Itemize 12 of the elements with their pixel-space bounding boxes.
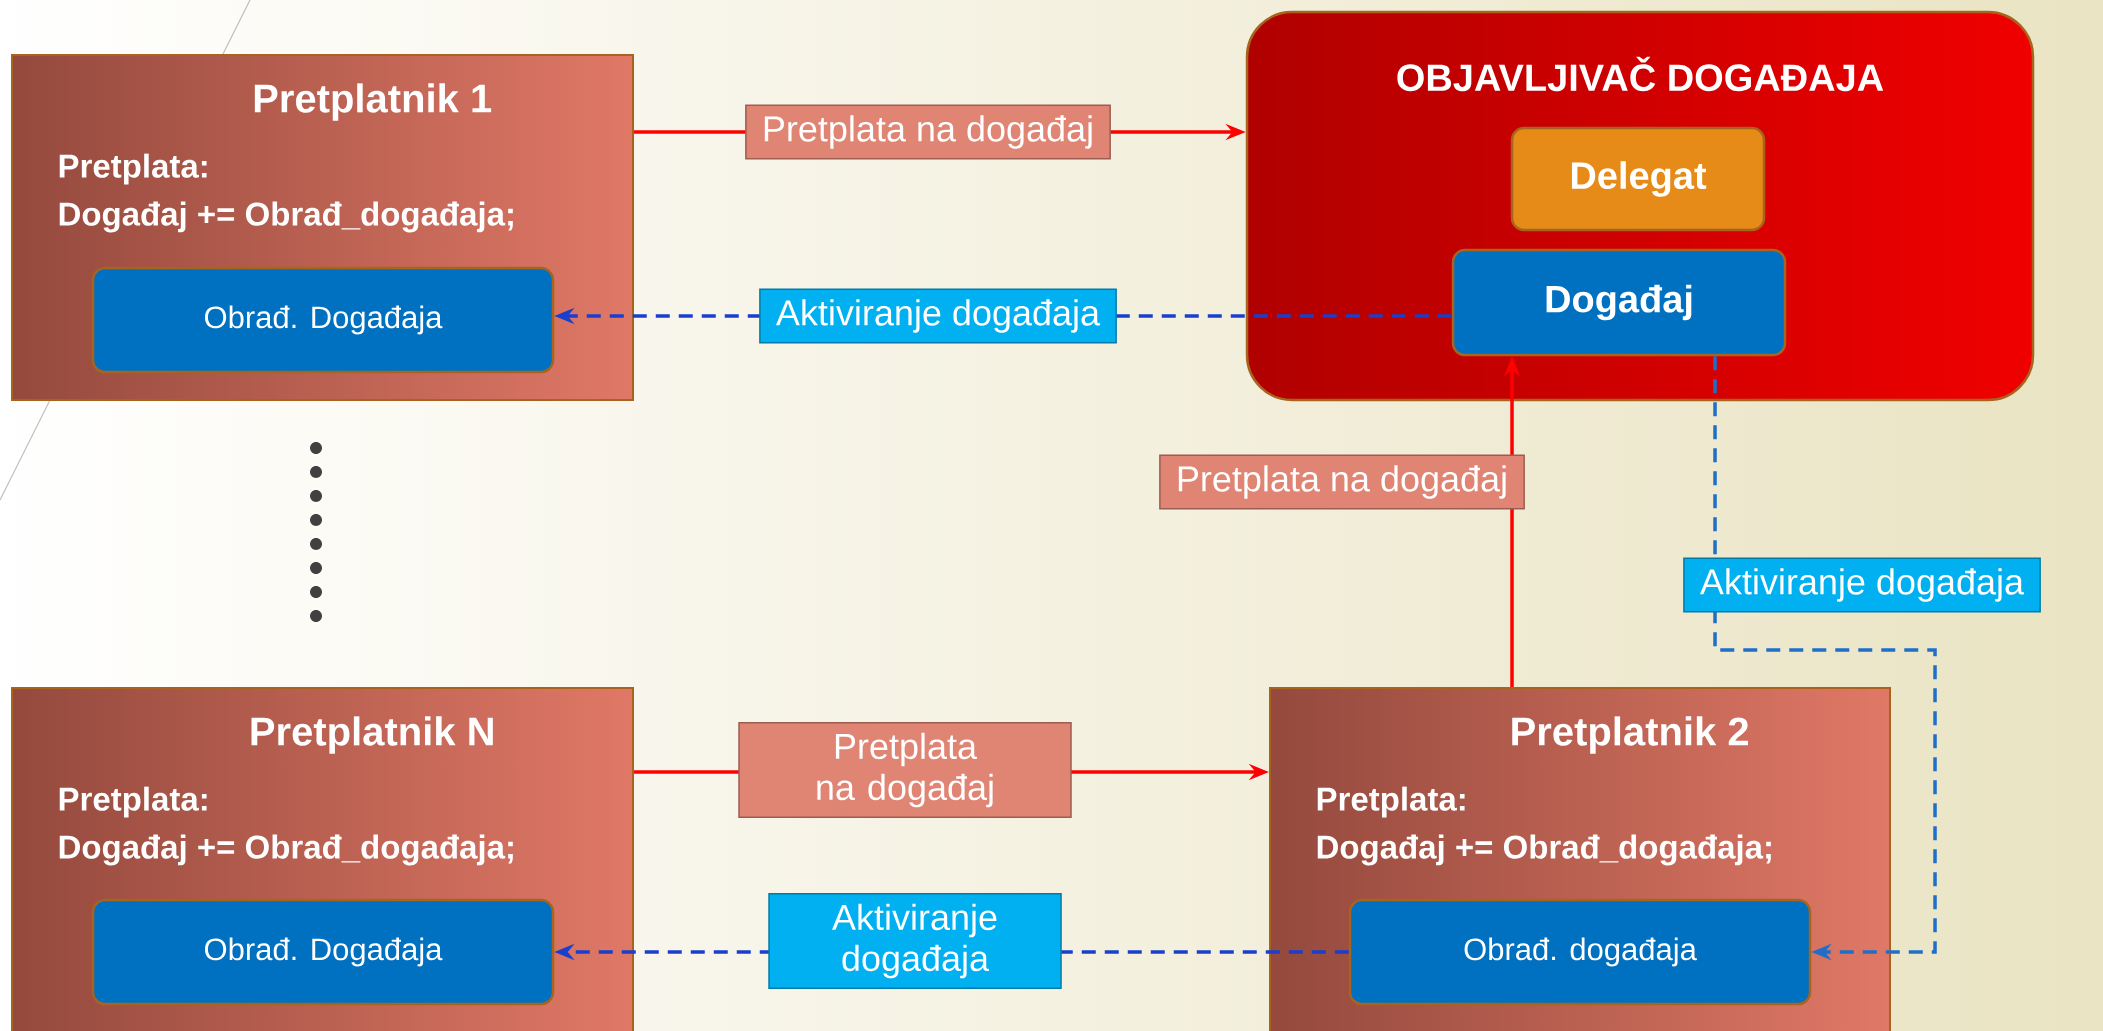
edge-label: Aktiviranje događaja [1683, 557, 2041, 613]
handler-box: Obrađ. Događaja [91, 266, 555, 374]
edge-label: Pretplata na događaj [1159, 454, 1525, 510]
edge-label: Aktiviranje događaja [768, 893, 1062, 990]
edge-label: Aktiviranje događaja [759, 288, 1117, 344]
delegate-box: Delegat [1510, 126, 1766, 232]
edge-label: Pretplata na događaj [745, 104, 1111, 160]
edge-label: Pretplata na događaj [738, 722, 1072, 819]
event-box: Događaj [1451, 248, 1787, 357]
handler-box: Obrađ. Događaja [91, 898, 555, 1006]
handler-box: Obrađ. događaja [1348, 898, 1812, 1006]
arrow [1713, 356, 1937, 961]
